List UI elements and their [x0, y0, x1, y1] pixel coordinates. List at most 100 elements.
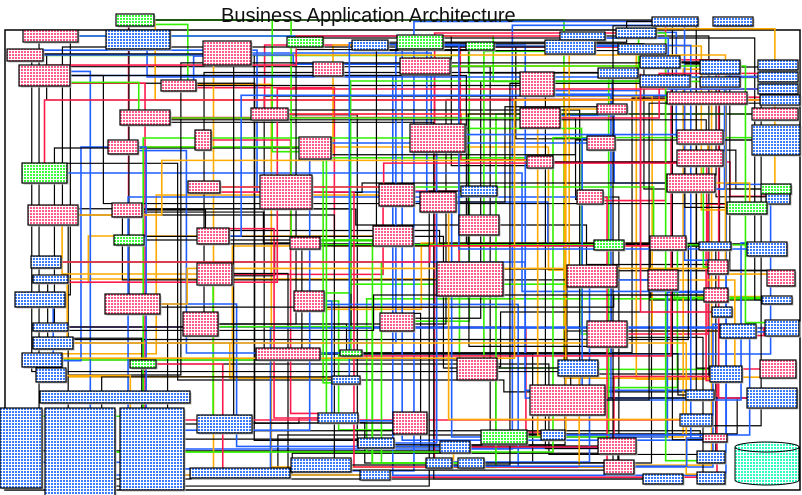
service-box[interactable]	[544, 39, 596, 55]
service-box[interactable]	[457, 457, 485, 469]
application-box[interactable]	[458, 214, 500, 236]
service-box[interactable]	[757, 71, 799, 83]
application-box[interactable]	[529, 384, 606, 416]
service-box[interactable]	[759, 94, 801, 106]
application-box[interactable]	[436, 261, 504, 297]
service-box[interactable]	[105, 29, 171, 50]
application-box[interactable]	[519, 107, 561, 129]
external-box[interactable]	[286, 36, 324, 48]
service-box[interactable]	[317, 412, 359, 424]
application-box[interactable]	[576, 189, 604, 205]
service-box[interactable]	[0, 407, 43, 489]
service-box[interactable]	[712, 16, 754, 27]
application-box[interactable]	[250, 107, 289, 121]
application-box[interactable]	[399, 57, 451, 75]
application-box[interactable]	[111, 202, 143, 218]
application-box[interactable]	[419, 191, 457, 213]
external-box[interactable]	[115, 13, 155, 27]
service-box[interactable]	[425, 457, 453, 469]
external-box[interactable]	[480, 429, 528, 445]
service-box[interactable]	[696, 471, 726, 485]
application-box[interactable]	[104, 293, 161, 315]
external-box[interactable]	[396, 34, 444, 50]
service-box[interactable]	[696, 450, 726, 464]
application-box[interactable]	[18, 64, 71, 87]
application-box[interactable]	[372, 225, 414, 247]
service-box[interactable]	[359, 469, 391, 481]
service-box[interactable]	[597, 67, 639, 79]
service-box[interactable]	[439, 440, 471, 454]
service-box[interactable]	[757, 83, 799, 95]
service-box[interactable]	[32, 336, 74, 350]
service-box[interactable]	[30, 255, 62, 269]
application-box[interactable]	[187, 180, 221, 194]
application-box[interactable]	[392, 411, 428, 435]
application-box[interactable]	[519, 71, 555, 97]
service-box[interactable]	[639, 74, 691, 88]
application-box[interactable]	[182, 311, 219, 337]
service-box[interactable]	[557, 359, 599, 377]
application-box[interactable]	[766, 269, 796, 287]
application-box[interactable]	[293, 290, 325, 312]
service-box[interactable]	[651, 16, 699, 27]
service-box[interactable]	[761, 295, 793, 305]
service-box[interactable]	[746, 387, 798, 409]
service-box[interactable]	[540, 429, 566, 441]
application-box[interactable]	[409, 123, 466, 153]
service-box[interactable]	[699, 59, 741, 75]
service-box[interactable]	[685, 389, 715, 401]
application-box[interactable]	[22, 29, 79, 43]
application-box[interactable]	[676, 149, 724, 167]
application-box[interactable]	[27, 204, 79, 226]
application-box[interactable]	[379, 312, 415, 332]
application-box[interactable]	[759, 359, 797, 379]
external-box[interactable]	[465, 41, 495, 51]
service-box[interactable]	[32, 274, 69, 284]
service-box[interactable]	[764, 319, 800, 337]
service-box[interactable]	[460, 185, 498, 197]
application-box[interactable]	[378, 183, 415, 207]
service-box[interactable]	[698, 241, 732, 251]
service-box[interactable]	[196, 414, 253, 434]
application-box[interactable]	[194, 129, 212, 151]
service-box[interactable]	[290, 457, 352, 473]
external-box[interactable]	[113, 234, 145, 246]
service-box[interactable]	[751, 124, 801, 156]
application-box[interactable]	[703, 287, 729, 303]
service-box[interactable]	[14, 291, 66, 308]
external-box[interactable]	[339, 349, 363, 357]
application-box[interactable]	[312, 61, 344, 77]
service-box[interactable]	[757, 59, 799, 71]
service-box[interactable]	[639, 55, 681, 69]
service-box[interactable]	[711, 306, 733, 318]
service-box[interactable]	[679, 413, 713, 427]
application-box[interactable]	[596, 103, 628, 115]
service-box[interactable]	[351, 39, 389, 51]
application-box[interactable]	[526, 155, 554, 169]
service-box[interactable]	[21, 352, 63, 368]
service-box[interactable]	[35, 367, 67, 383]
service-box[interactable]	[39, 390, 191, 404]
application-box[interactable]	[196, 227, 230, 245]
service-box[interactable]	[615, 27, 657, 39]
external-box[interactable]	[726, 201, 768, 215]
application-box[interactable]	[566, 264, 618, 288]
application-box[interactable]	[603, 459, 635, 475]
application-box[interactable]	[259, 174, 313, 210]
external-box[interactable]	[760, 183, 792, 195]
application-box[interactable]	[666, 173, 716, 193]
service-box[interactable]	[331, 375, 361, 385]
service-box[interactable]	[617, 43, 667, 55]
service-box[interactable]	[699, 76, 741, 88]
application-box[interactable]	[649, 235, 687, 251]
application-box[interactable]	[6, 48, 44, 62]
application-box[interactable]	[597, 437, 637, 455]
application-box[interactable]	[298, 136, 332, 160]
application-box[interactable]	[676, 129, 724, 145]
application-box[interactable]	[196, 262, 233, 286]
application-box[interactable]	[289, 236, 321, 250]
database-cylinder[interactable]	[734, 441, 800, 486]
application-box[interactable]	[202, 40, 252, 66]
service-box[interactable]	[189, 467, 291, 479]
service-box[interactable]	[119, 407, 185, 491]
